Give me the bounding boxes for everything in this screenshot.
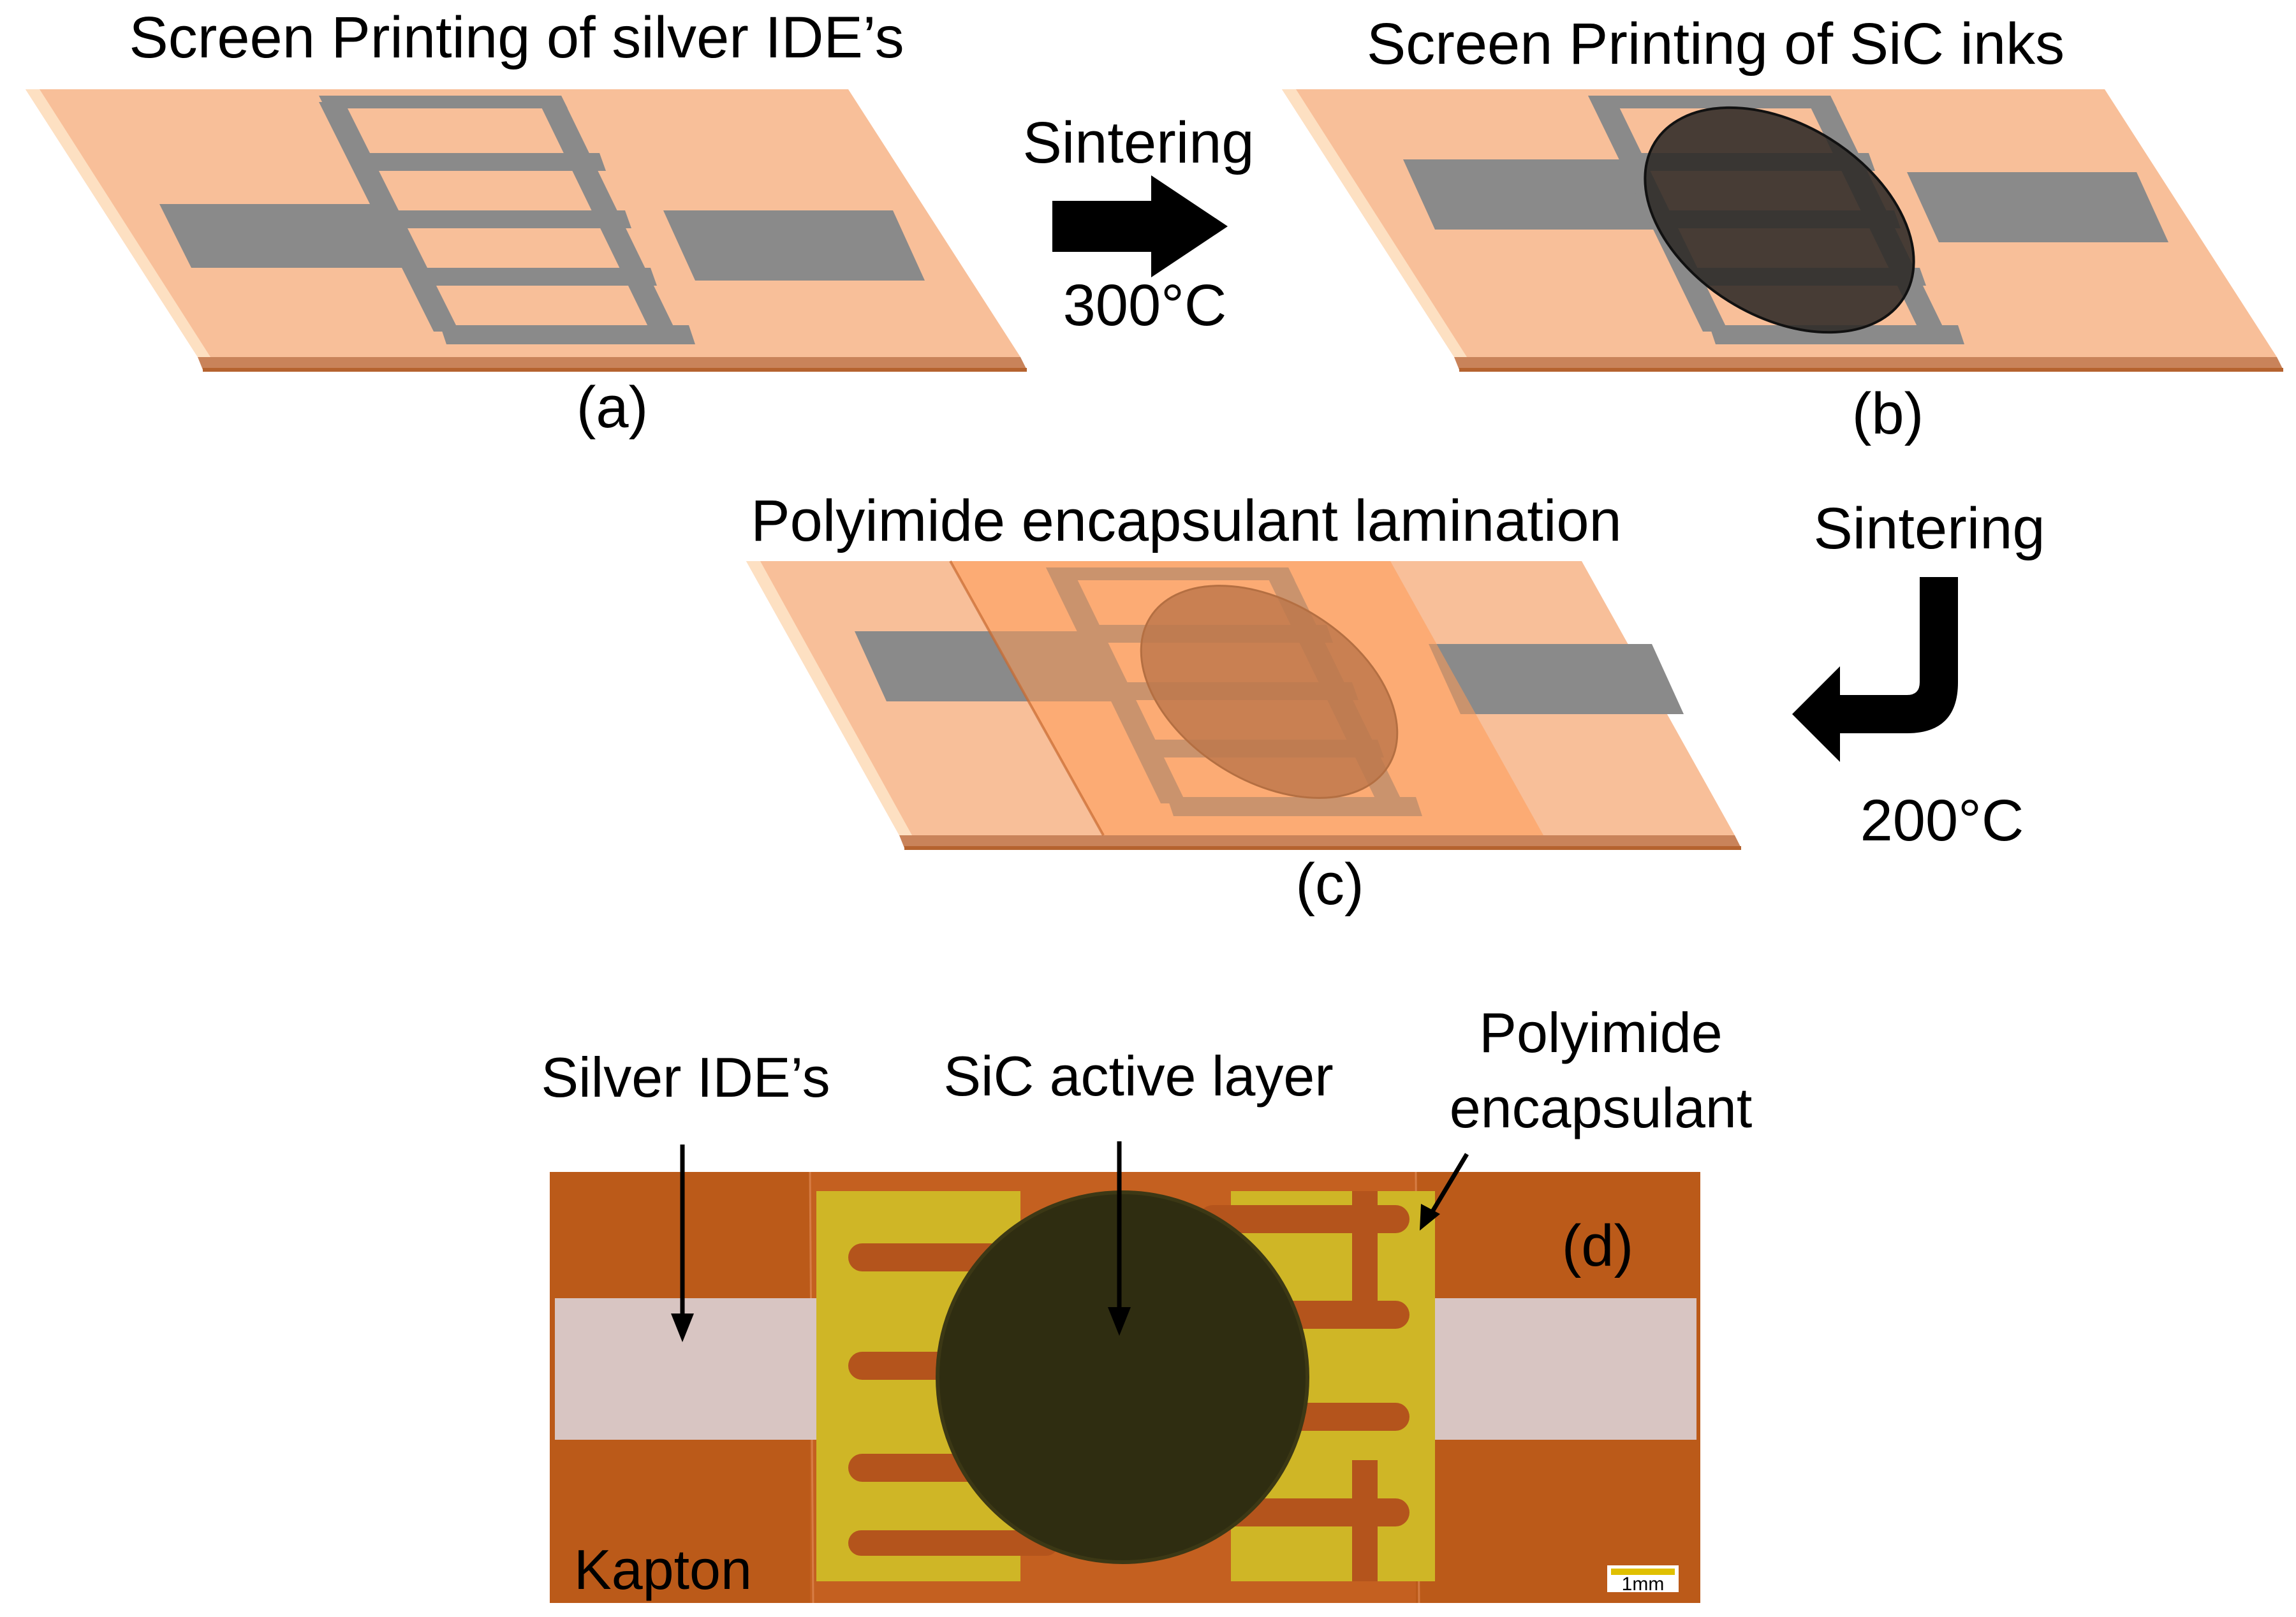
sintering-arrow-200: Sintering 200°C	[1792, 496, 2045, 853]
panel-c-title: Polyimide encapsulant lamination	[751, 488, 1621, 553]
panel-b: Screen Printing of SiC inks (b)	[1282, 11, 2283, 446]
sic-active-disk	[938, 1192, 1307, 1562]
scale-bar-label: 1mm	[1622, 1574, 1665, 1595]
device-photo: 1mm Kapton (d)	[550, 1171, 1700, 1604]
scale-bar: 1mm	[1607, 1565, 1679, 1595]
panel-b-title: Screen Printing of SiC inks	[1367, 11, 2064, 77]
arrow-2-top-text: Sintering	[1813, 496, 2045, 561]
silver-pad-right	[1435, 1298, 1696, 1440]
panel-c-label: (c)	[1295, 852, 1364, 917]
callout-polyimide-line2: encapsulant	[1450, 1076, 1753, 1139]
panel-b-sic-ink-layer	[1644, 106, 1915, 334]
arrow-2-bottom-text: 200°C	[1860, 788, 2024, 853]
curved-arrow-icon	[1792, 577, 1958, 762]
panel-a-silver-ide	[159, 96, 925, 344]
panel-a: Screen Printing of silver IDE’s (a)	[26, 5, 1027, 440]
panel-d: Silver IDE’s SiC active layer Polyimide …	[541, 1001, 1753, 1604]
kapton-label: Kapton	[574, 1538, 752, 1601]
callout-sic-active-layer: SiC active layer	[943, 1044, 1333, 1108]
callout-polyimide-line1: Polyimide	[1479, 1001, 1722, 1064]
panel-a-title: Screen Printing of silver IDE’s	[129, 5, 904, 70]
callout-silver-ide: Silver IDE’s	[541, 1046, 830, 1109]
right-arrow-icon	[1052, 175, 1228, 277]
arrow-to-polyimide	[1428, 1153, 1469, 1216]
panel-a-label: (a)	[577, 375, 648, 440]
panel-d-label: (d)	[1562, 1213, 1633, 1278]
arrow-1-top-text: Sintering	[1022, 110, 1254, 175]
panel-c-polyimide-film	[950, 561, 1543, 835]
arrow-1-bottom-text: 300°C	[1063, 273, 1227, 338]
callout-arrows	[671, 1141, 1469, 1342]
panel-c: Polyimide encapsulant lamination (c)	[746, 488, 1741, 917]
panel-b-label: (b)	[1852, 381, 1924, 446]
sintering-arrow-300: Sintering 300°C	[1022, 110, 1254, 338]
